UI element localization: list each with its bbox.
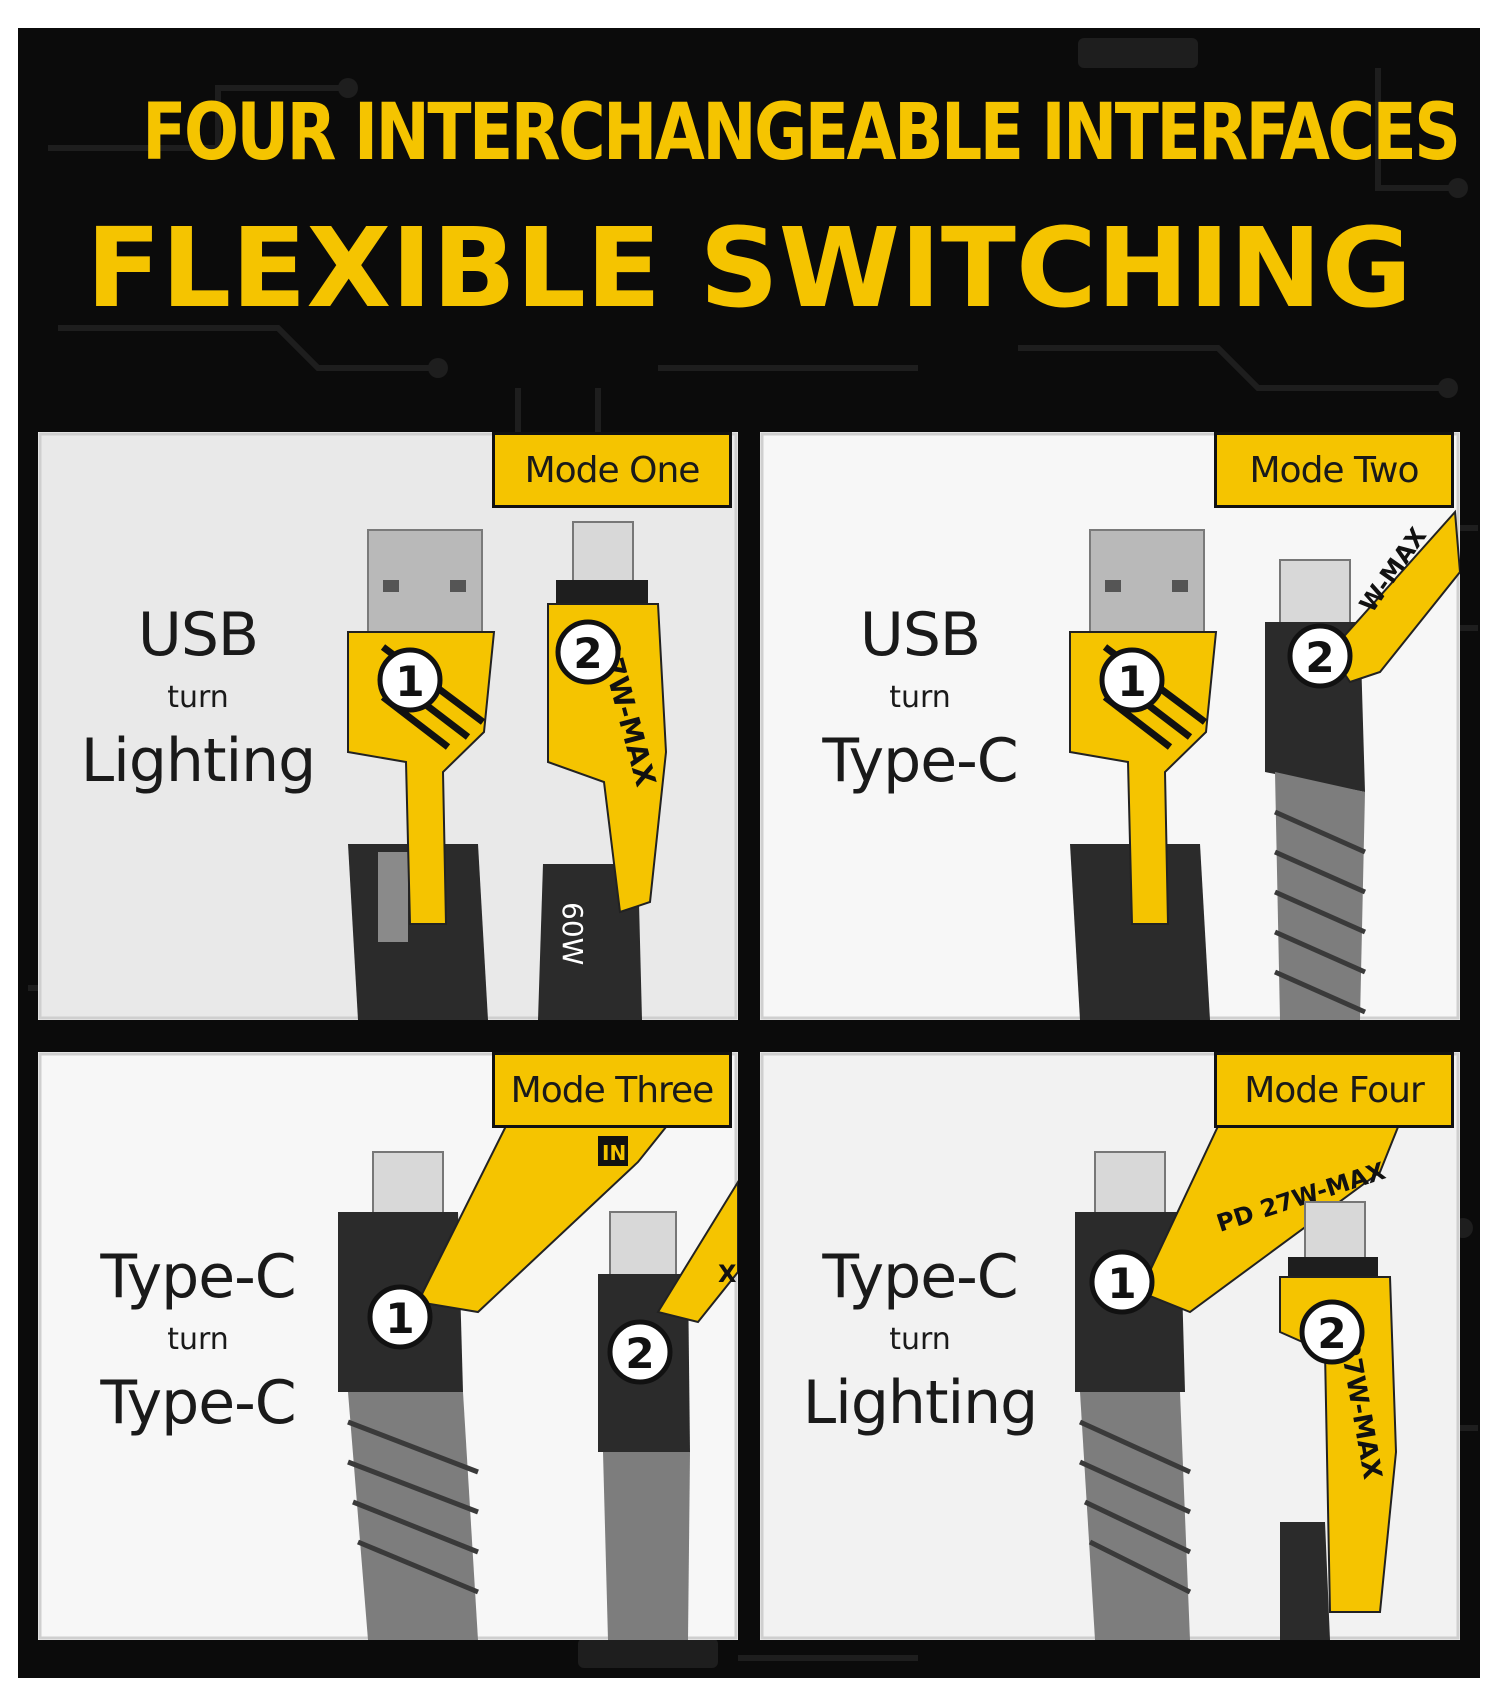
- mode-tag: Mode Three: [492, 1052, 732, 1128]
- side-code: IN: [602, 1141, 626, 1165]
- cable-illustration: 60W 27W-MAX 1 2: [347, 521, 668, 1020]
- caption-to: Lighting: [802, 1368, 1039, 1438]
- caption-joiner: turn: [167, 680, 229, 715]
- badge-one: 1: [395, 657, 424, 706]
- headline-line-1: FOUR INTERCHANGEABLE INTERFACES: [142, 88, 1461, 178]
- badge-two: 2: [625, 1329, 654, 1378]
- mode-panel-one: 60W 27W-MAX 1 2 Mode One USB turn Lighti…: [38, 432, 738, 1020]
- mode-caption: USB turn Lighting: [48, 600, 348, 796]
- mode-tag: Mode Two: [1214, 432, 1454, 508]
- badge-one: 1: [1107, 1259, 1136, 1308]
- caption-to: Type-C: [822, 726, 1018, 796]
- cap-cut-mark: X: [718, 1260, 737, 1288]
- caption-joiner: turn: [889, 680, 951, 715]
- body-marking: 60W: [556, 902, 589, 965]
- badge-one: 1: [1117, 657, 1146, 706]
- caption-from: Type-C: [822, 1242, 1018, 1312]
- caption-joiner: turn: [167, 1322, 229, 1357]
- mode-caption: Type-C turn Type-C: [48, 1242, 348, 1438]
- mode-tag: Mode Four: [1214, 1052, 1454, 1128]
- badge-two: 2: [1305, 633, 1334, 682]
- poster-frame: FOUR INTERCHANGEABLE INTERFACES FLEXIBLE…: [18, 28, 1480, 1678]
- caption-from: USB: [137, 600, 259, 670]
- mode-panel-four: PD 27W-MAX 27W-MAX 1 2 Mode Four Type-C …: [760, 1052, 1460, 1640]
- badge-one: 1: [385, 1294, 414, 1343]
- caption-to: Lighting: [80, 726, 317, 796]
- caption-from: Type-C: [100, 1242, 296, 1312]
- mode-caption: USB turn Type-C: [770, 600, 1070, 796]
- headline-line-2: FLEXIBLE SWITCHING: [85, 204, 1413, 332]
- badge-two: 2: [1317, 1309, 1346, 1358]
- caption-joiner: turn: [889, 1322, 951, 1357]
- cable-illustration: W-MAX 1 2: [1069, 509, 1460, 1020]
- mode-panel-two: W-MAX 1 2 Mode Two USB turn Type-C: [760, 432, 1460, 1020]
- mode-panel-three: IN X 1 2 Mode Three Type-C turn Type-C: [38, 1052, 738, 1640]
- caption-to: Type-C: [100, 1368, 296, 1438]
- badge-two: 2: [573, 629, 602, 678]
- cable-illustration: PD 27W-MAX 27W-MAX 1 2: [1075, 1121, 1402, 1640]
- caption-from: USB: [859, 600, 981, 670]
- cable-illustration: IN X 1 2: [338, 1110, 738, 1640]
- mode-caption: Type-C turn Lighting: [770, 1242, 1070, 1438]
- mode-tag: Mode One: [492, 432, 732, 508]
